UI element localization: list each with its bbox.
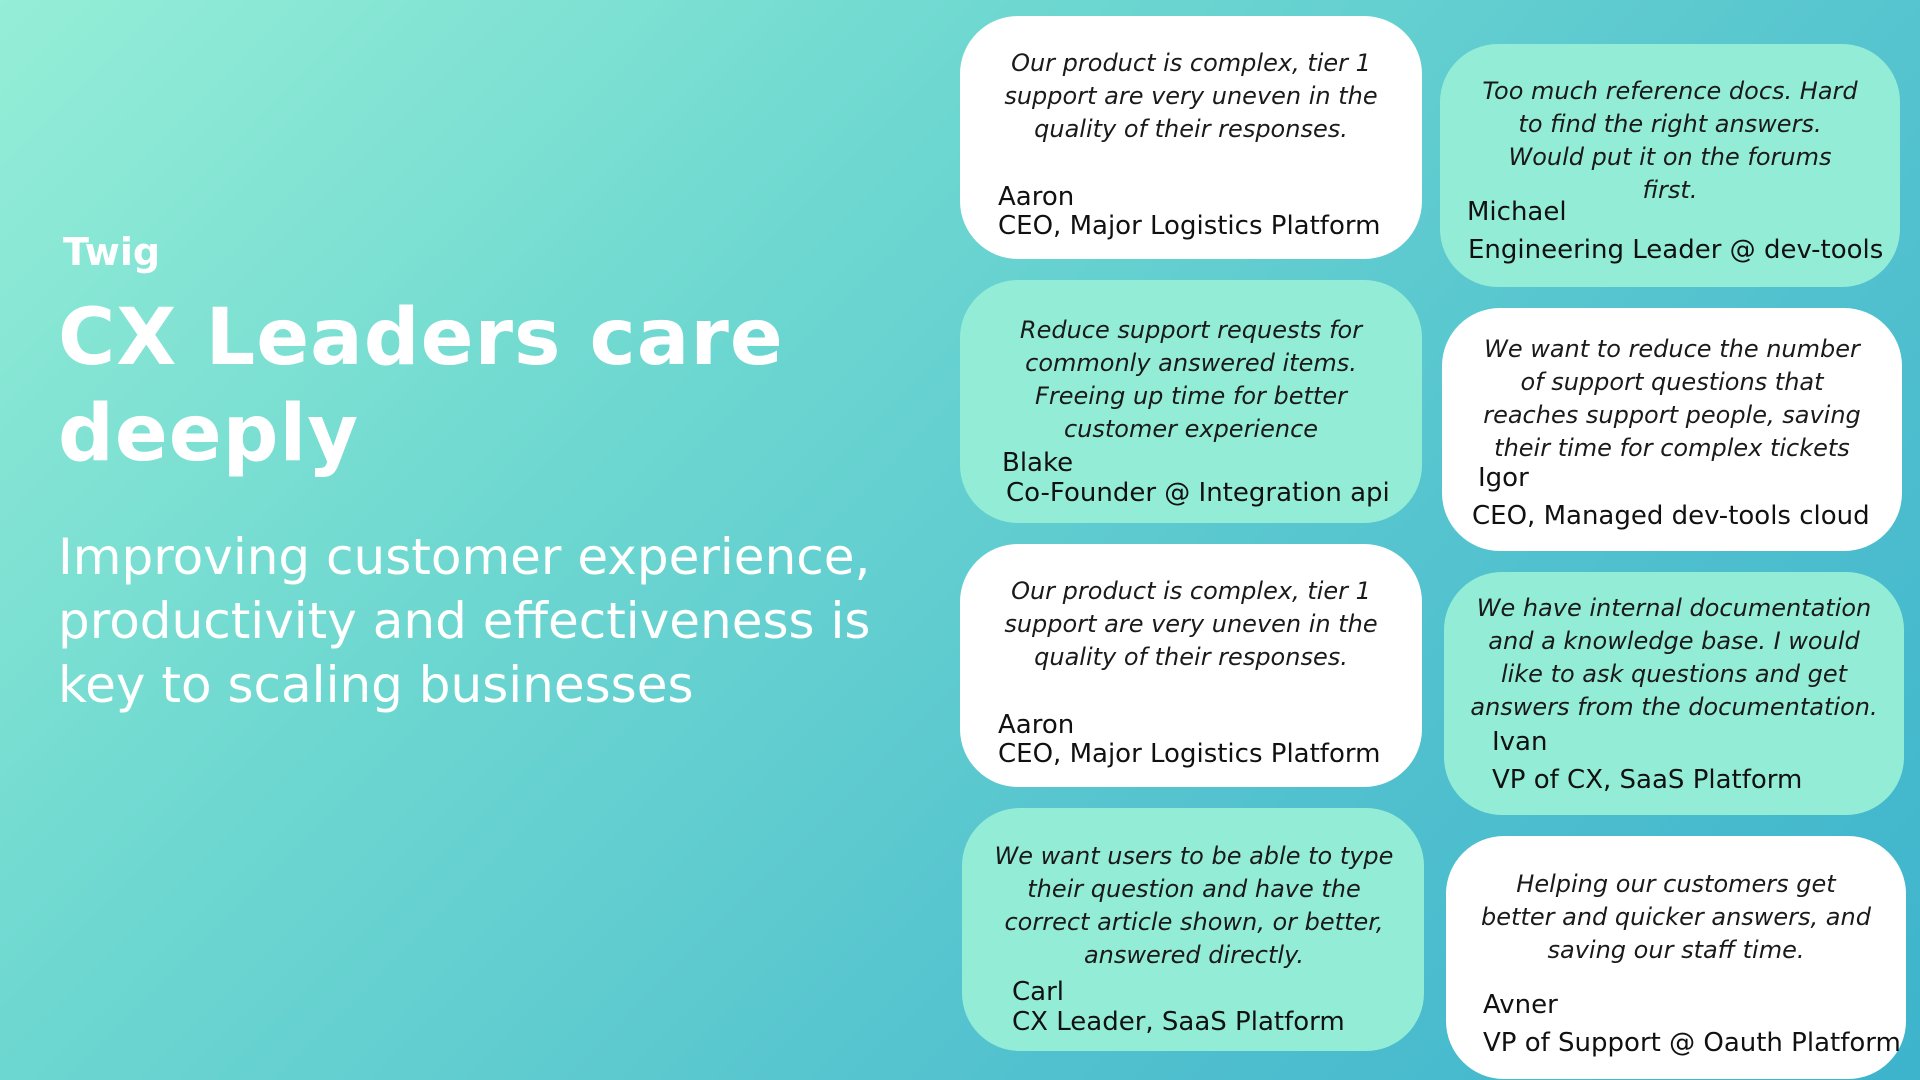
testimonial-author-title: Co-Founder @ Integration api [1006,478,1390,508]
testimonial-author-name: Carl [1012,977,1064,1007]
page-subtitle: Improving customer experience, productiv… [58,528,871,714]
testimonial-author-name: Aaron [998,182,1075,212]
page-title: CX Leaders care deeply [58,293,784,479]
testimonial-quote: Reduce support requests for commonly ans… [1019,316,1363,443]
testimonial-card: We have internal documentation and a kno… [1444,572,1904,815]
testimonial-card: We want to reduce the number of support … [1442,308,1902,551]
testimonial-card: We want users to be able to type their q… [962,808,1424,1051]
testimonial-author-name: Michael [1467,197,1567,227]
testimonial-quote: Too much reference docs. Hard to find th… [1482,77,1858,204]
testimonial-quote: Helping our customers get better and qui… [1481,870,1871,964]
testimonial-card: Reduce support requests for commonly ans… [960,280,1422,523]
testimonial-author-name: Ivan [1492,727,1548,757]
testimonial-author-title: Engineering Leader @ dev-tools [1468,235,1884,265]
testimonial-quote: We have internal documentation and a kno… [1470,594,1878,721]
testimonial-author-title: CEO, Major Logistics Platform [998,211,1381,241]
testimonial-card: Helping our customers get better and qui… [1446,836,1906,1079]
testimonial-quote: We want users to be able to type their q… [994,842,1394,969]
testimonial-quote: Our product is complex, tier 1 support a… [1004,49,1378,143]
testimonial-author-title: VP of Support @ Oauth Platform [1483,1028,1901,1058]
testimonial-author-name: Avner [1483,990,1558,1020]
testimonial-card: Too much reference docs. Hard to find th… [1440,44,1900,287]
testimonial-author-name: Igor [1478,463,1529,493]
testimonial-author-name: Aaron [998,710,1075,740]
testimonial-quote: We want to reduce the number of support … [1483,335,1861,462]
brand-name: Twig [63,230,161,274]
testimonial-quote: Our product is complex, tier 1 support a… [1004,577,1378,671]
testimonial-author-title: CEO, Major Logistics Platform [998,739,1381,769]
testimonial-author-title: CX Leader, SaaS Platform [1012,1007,1345,1037]
testimonial-author-title: VP of CX, SaaS Platform [1492,765,1803,795]
testimonial-card: Our product is complex, tier 1 support a… [960,16,1422,259]
testimonial-card: Our product is complex, tier 1 support a… [960,544,1422,787]
testimonial-author-name: Blake [1002,448,1074,478]
testimonial-author-title: CEO, Managed dev-tools cloud [1472,501,1870,531]
